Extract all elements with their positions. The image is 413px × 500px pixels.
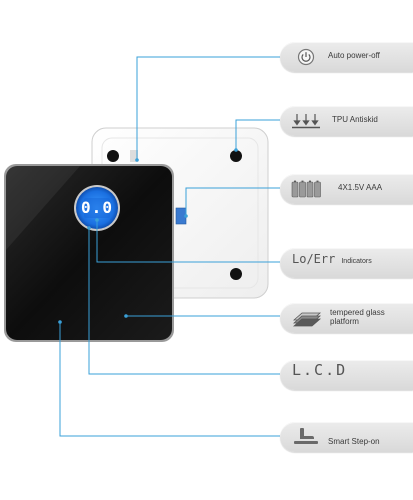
feature-tpu-antiskid: TPU Antiskid	[280, 106, 413, 136]
glass-layers-icon	[292, 312, 322, 327]
feature-label: TPU Antiskid	[332, 115, 378, 124]
lcd-label: L.C.D	[292, 361, 348, 379]
feature-auto-power-off: Auto power-off	[280, 42, 413, 72]
feature-lcd: L.C.D	[280, 360, 413, 390]
antiskid-arrows-icon	[292, 114, 320, 129]
power-icon	[297, 48, 315, 66]
feature-label: 4X1.5V AAA	[338, 183, 383, 192]
battery-pack-icon	[291, 180, 321, 198]
antiskid-foot-top-right	[230, 150, 242, 162]
antiskid-foot-bottom-right	[230, 268, 242, 280]
antiskid-foot-top-left	[107, 150, 119, 162]
callout-lines	[59, 56, 280, 437]
feature-label: tempered glass platform	[330, 308, 385, 326]
indicators-label: Indicators	[341, 258, 372, 265]
feature-smart-step-on: Smart Step-on	[280, 422, 413, 452]
feature-tempered-glass: tempered glass platform	[280, 303, 413, 333]
feature-battery: 4X1.5V AAA	[280, 174, 413, 204]
lcd-reading: 0.0	[81, 198, 113, 217]
feature-label: Smart Step-on	[328, 437, 380, 446]
feature-label: Auto power-off	[328, 51, 380, 60]
step-on-icon	[294, 428, 318, 444]
